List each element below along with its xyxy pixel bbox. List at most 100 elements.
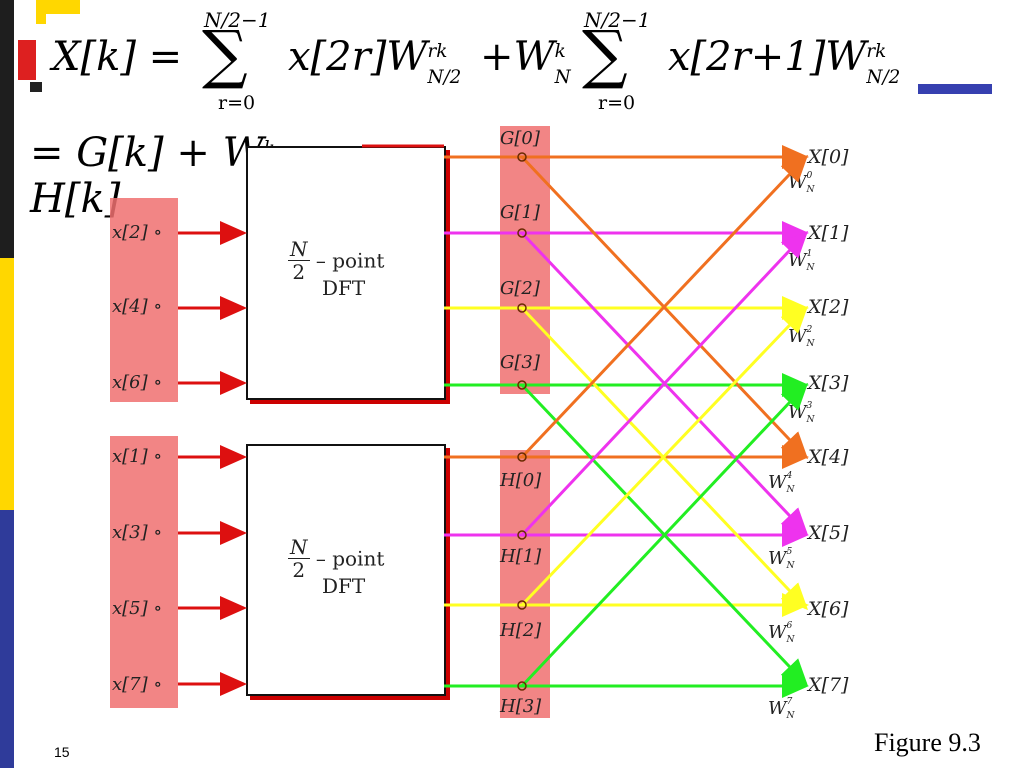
h1-to-x1: [520, 230, 809, 537]
twiddle-w3-exp: 3: [806, 400, 813, 411]
h1-label: H[1]: [500, 546, 542, 567]
odd-dft-box: N 2 – point DFT: [246, 444, 446, 696]
sum2-lower: r=0: [598, 92, 636, 114]
even-dft-box: N 2 – point DFT: [246, 146, 446, 400]
h0-to-x0: [520, 154, 809, 459]
odd-input-column: [110, 436, 178, 708]
sidebar-blue-strip: [0, 510, 14, 768]
eq-plus-w-sub: N: [554, 67, 571, 88]
odd-dft-frac-den: 2: [292, 558, 306, 582]
output-x3: X[3]: [808, 372, 849, 394]
twiddle-w7-sub: N: [786, 710, 795, 721]
sidebar-yellow-strip: [0, 258, 14, 510]
even-dft-label: N 2 – point DFT: [288, 238, 384, 299]
twiddle-w4-exp: 4: [786, 470, 793, 481]
g3-label: G[3]: [500, 352, 540, 373]
node-h2: [517, 600, 527, 610]
node-h0: [517, 452, 527, 462]
g1-label: G[1]: [500, 202, 540, 223]
sidebar-dark-strip: [0, 0, 14, 258]
eq-line2-a: = G[k] + W: [30, 130, 264, 176]
accent-blue-bar: [918, 84, 992, 94]
node-g3: [517, 380, 527, 390]
h3-label: H[3]: [500, 696, 542, 717]
h0-label: H[0]: [500, 470, 542, 491]
sum1-sigma: ∑: [202, 18, 248, 92]
even-dft-text: DFT: [322, 276, 366, 300]
input-x2: x[2] ∘: [112, 222, 163, 243]
twiddle-w6-sub: N: [786, 634, 795, 645]
twiddle-w5-base: W: [768, 548, 787, 569]
twiddle-w6-exp: 6: [786, 620, 793, 631]
eq-term2-sub: N/2: [866, 67, 901, 88]
output-x2: X[2]: [808, 296, 849, 318]
odd-dft-label: N 2 – point DFT: [288, 536, 384, 597]
odd-dft-text: DFT: [322, 574, 366, 598]
twiddle-w5-exp: 5: [786, 546, 793, 557]
red-mark-left: [18, 40, 36, 80]
output-x5: X[5]: [808, 522, 849, 544]
output-x7: X[7]: [808, 674, 849, 696]
odd-dft-point: – point: [315, 546, 385, 571]
twiddle-w1-exp: 1: [806, 248, 813, 259]
node-h3: [517, 681, 527, 691]
sum2-sigma: ∑: [582, 18, 628, 92]
eq-plus-w-sup: k: [554, 41, 566, 62]
h2-to-x2: [520, 305, 809, 607]
eq-plus-w: +W k N: [480, 34, 571, 88]
eq-term1: x[2r]W rk N/2: [288, 34, 461, 88]
h-cross-wires: [520, 154, 809, 688]
node-h1: [517, 530, 527, 540]
even-dft-frac-num: N: [288, 237, 310, 261]
node-g0: [517, 152, 527, 162]
output-x0: X[0]: [808, 146, 849, 168]
even-dft-point: – point: [315, 248, 385, 273]
sum2-upper: N/2−1: [584, 8, 651, 32]
twiddle-w6-base: W: [768, 622, 787, 643]
eq-term1-sup: rk: [427, 41, 448, 62]
input-x4: x[4] ∘: [112, 296, 163, 317]
input-x3: x[3] ∘: [112, 522, 163, 543]
input-wires: [178, 221, 247, 696]
twiddle-w2-sub: N: [806, 338, 815, 349]
sum1-upper: N/2−1: [204, 8, 271, 32]
output-x4: X[4]: [808, 446, 849, 468]
odd-dft-frac-num: N: [288, 535, 310, 559]
dark-mark-left: [30, 82, 42, 92]
node-g1: [517, 228, 527, 238]
input-x5: x[5] ∘: [112, 598, 163, 619]
corner-yellow-mark-2: [36, 0, 46, 24]
twiddle-w3-sub: N: [806, 414, 815, 425]
twiddle-w4-base: W: [768, 472, 787, 493]
sum1-lower: r=0: [218, 92, 256, 114]
even-input-column: [110, 198, 178, 402]
output-x1: X[1]: [808, 222, 849, 244]
eq-plus-w-text: +W: [480, 34, 555, 80]
g-column: [500, 126, 550, 394]
twiddle-w1-sub: N: [806, 262, 815, 273]
h3-to-x3: [520, 382, 809, 688]
equation-line-1: X[k] = N/2−1 ∑ r=0 x[2r]W rk N/2 +W k N …: [52, 8, 912, 118]
eq-term1-sub: N/2: [427, 67, 462, 88]
eq-line2-b: H[k]: [30, 176, 121, 222]
eq-term2: x[2r+1]W rk N/2: [668, 34, 900, 88]
twiddle-w0-exp: 0: [806, 170, 813, 181]
node-dots: [517, 152, 527, 691]
input-x6: x[6] ∘: [112, 372, 163, 393]
g0-label: G[0]: [500, 128, 540, 149]
slide-number: 15: [54, 744, 70, 760]
twiddle-w0-sub: N: [806, 184, 815, 195]
box-output-stubs: [444, 155, 522, 688]
eq-term2-text: x[2r+1]W: [668, 34, 867, 80]
twiddle-w5-sub: N: [786, 560, 795, 571]
even-dft-frac-den: 2: [292, 260, 306, 284]
twiddle-w7-exp: 7: [786, 696, 793, 707]
twiddle-w4-sub: N: [786, 484, 795, 495]
eq-lhs: X[k] =: [52, 34, 183, 80]
g2-label: G[2]: [500, 278, 540, 299]
eq-term2-sup: rk: [866, 41, 887, 62]
